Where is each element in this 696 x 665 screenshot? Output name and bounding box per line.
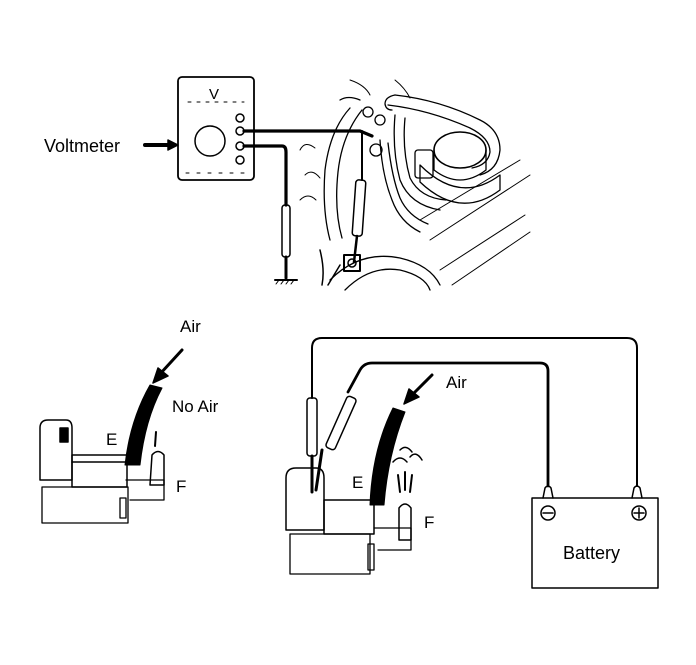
- engine-probe: [343, 130, 367, 272]
- port-e-label-left: E: [106, 430, 117, 449]
- lead-positive: [242, 129, 374, 138]
- port-e-label-right: E: [352, 473, 363, 492]
- lead-to-battery-positive: [311, 337, 638, 487]
- lead-negative: [242, 144, 288, 207]
- air-label-left: Air: [180, 317, 201, 336]
- battery: [531, 485, 659, 589]
- vsv-left: [39, 419, 165, 524]
- meter-dial: [194, 125, 226, 157]
- positive-terminal-symbol: [631, 505, 647, 521]
- no-air-label: No Air: [172, 397, 219, 416]
- vsv-right: [285, 467, 412, 575]
- air-arrow-left: [152, 348, 184, 384]
- air-arrow-right: [403, 373, 434, 405]
- port-f-label-right: F: [424, 513, 434, 532]
- meter-face-label: V: [209, 86, 219, 103]
- connector-probes: [306, 395, 357, 494]
- ground-probe: [274, 204, 298, 285]
- air-escape-marks: [392, 446, 423, 493]
- air-label-right: Air: [446, 373, 467, 392]
- terminal-4: [235, 155, 245, 165]
- battery-label: Battery: [563, 543, 620, 563]
- voltmeter-label: Voltmeter: [44, 136, 120, 156]
- hose-e-left: [124, 384, 163, 466]
- lead-to-battery-negative: [346, 361, 550, 488]
- terminal-1: [235, 113, 245, 123]
- negative-terminal-symbol: [540, 505, 556, 521]
- engine-bay-illustration: [299, 79, 531, 291]
- hose-e-right: [369, 407, 406, 506]
- voltmeter-arrow: [143, 139, 179, 151]
- port-f-label-left: F: [176, 477, 186, 496]
